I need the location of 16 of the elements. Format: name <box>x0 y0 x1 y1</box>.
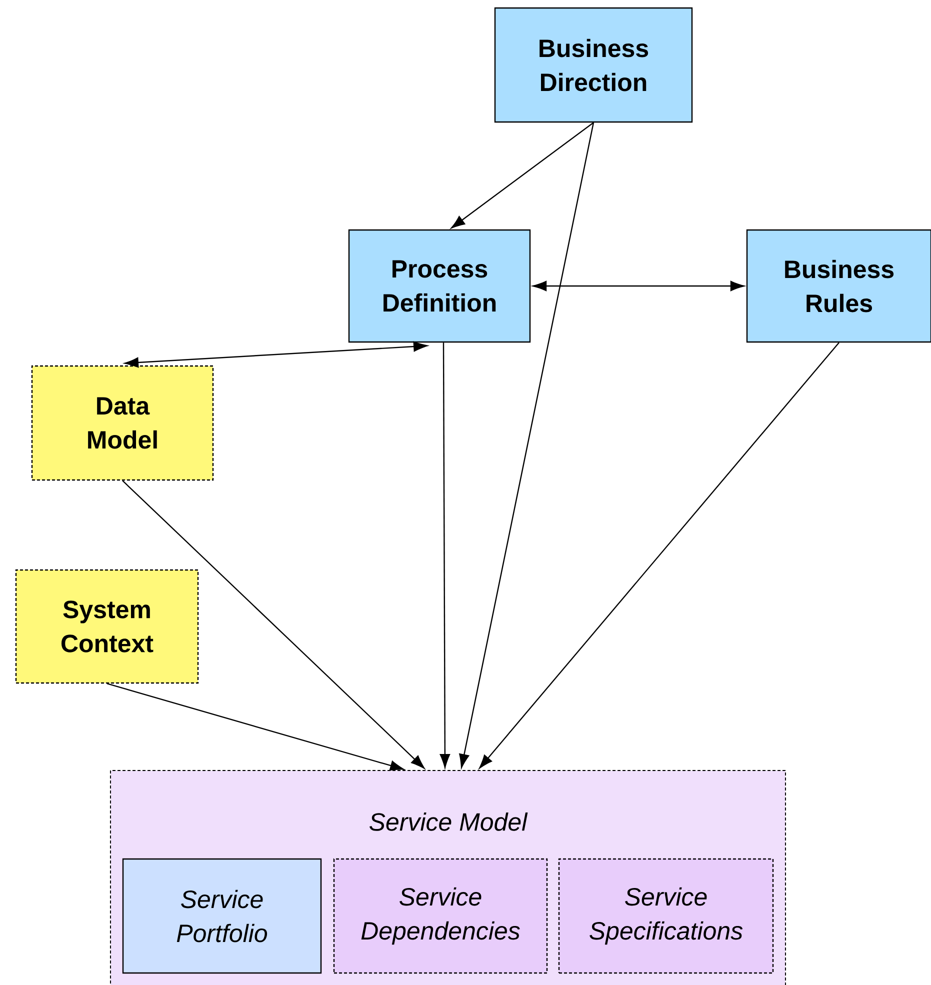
component-box: Service Dependencies <box>333 858 548 974</box>
input-box: System Context <box>15 569 199 684</box>
arrow <box>106 683 404 771</box>
component-box: Service Specifications <box>558 858 774 974</box>
arrow <box>532 280 744 292</box>
process-box: Process Definition <box>348 229 531 343</box>
process-box: Business Rules <box>746 229 931 343</box>
component-box: Service Portfolio <box>122 858 322 974</box>
arrow <box>451 122 594 228</box>
arrow <box>440 342 450 768</box>
arrow <box>122 480 425 769</box>
input-box: Data Model <box>31 365 214 481</box>
arrow <box>479 342 840 769</box>
arrow <box>459 122 594 768</box>
arrow <box>124 341 428 368</box>
process-box: Business Direction <box>494 7 693 123</box>
